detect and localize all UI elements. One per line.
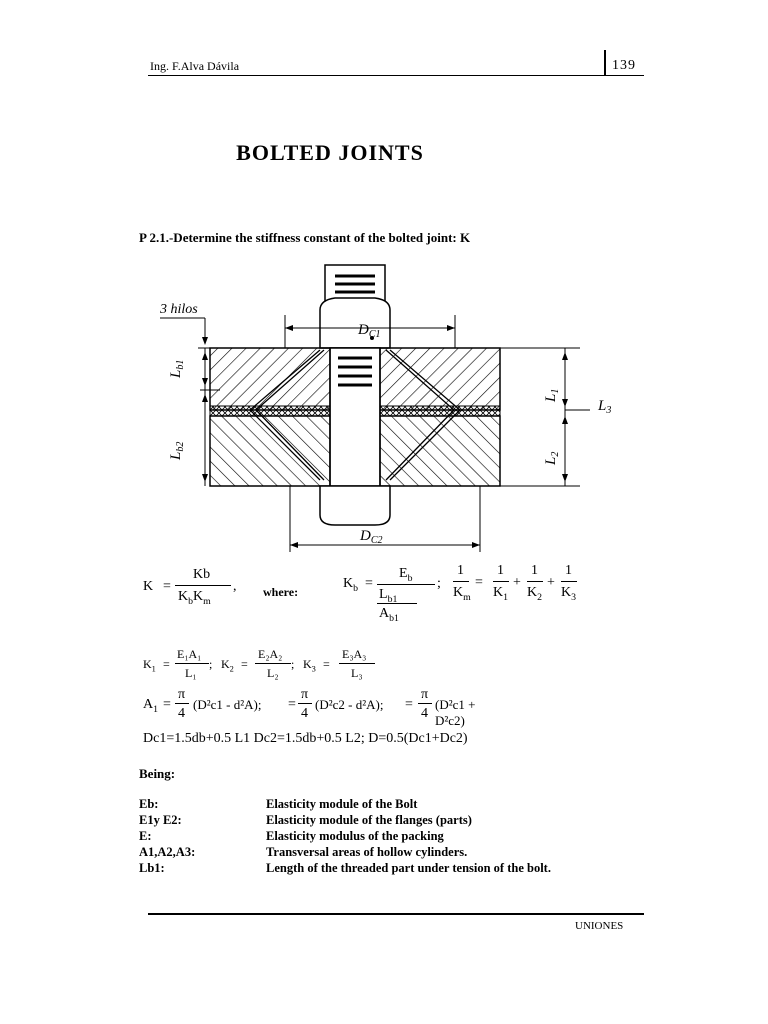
problem-statement: P 2.1.-Determine the stiffness constant …: [139, 230, 471, 245]
k123-equations: K1 = E₁A₁ L₁ ; K2 = E₂A₂ L₂ ; K3 = E₃A₃ …: [143, 647, 403, 687]
k-numerator: Kb: [193, 567, 211, 582]
definition-text: Elasticity modulus of the packing: [266, 829, 444, 843]
threads-label: 3 hilos: [159, 302, 198, 317]
page-number: 139: [612, 58, 636, 73]
lb1-label: Lb1: [168, 360, 186, 379]
definition-symbol: E:: [139, 829, 152, 843]
definition-symbol: Eb:: [139, 797, 159, 811]
definition-text: Elasticity module of the Bolt: [266, 797, 418, 811]
being-label: Being:: [139, 766, 176, 781]
diameter-equations: Dc1=1.5db+0.5 L1 Dc2=1.5db+0.5 L2; D=0.5…: [143, 731, 468, 746]
header-rule: [148, 75, 644, 76]
where-label: where:: [263, 585, 299, 599]
definition-symbol: E1y E2:: [139, 813, 182, 827]
k-symbol: K: [143, 579, 154, 594]
bolted-joint-figure: DC1 DC2 3 hilos Lb1 Lb2 L1 L2 L3: [159, 264, 611, 552]
area-equations: A1 = π 4 (D²c1 - d²A); = π 4 (D²c2 - d²A…: [143, 687, 476, 728]
definition-symbol: Lb1:: [139, 861, 165, 875]
definition-text: Elasticity module of the flanges (parts): [266, 813, 472, 827]
definition-text: Transversal areas of hollow cylinders.: [266, 845, 468, 859]
page-title: BOLTED JOINTS: [236, 140, 424, 165]
km-equation: 1 Km = 1 K1 + 1 K2 + 1 K3: [453, 563, 577, 603]
definition-symbol: A1,A2,A3:: [139, 845, 196, 859]
dc1-label: DC1: [357, 322, 381, 340]
k-equation: K = Kb KbKm ,: [143, 567, 237, 607]
l3-label: L3: [597, 398, 611, 416]
header-author: Ing. F.Alva Dávila: [150, 59, 240, 73]
lb2-label: Lb2: [168, 442, 186, 461]
dc2-label: DC2: [359, 528, 383, 546]
header-divider: [604, 50, 606, 76]
footer-rule: [148, 913, 644, 915]
footer-label: UNIONES: [575, 920, 624, 932]
l1-label: L1: [543, 389, 561, 403]
definition-text: Length of the threaded part under tensio…: [266, 861, 551, 875]
l2-label: L2: [543, 452, 561, 466]
kb-equation: Kb = Eb Lb1 Ab1 ;: [343, 566, 441, 624]
